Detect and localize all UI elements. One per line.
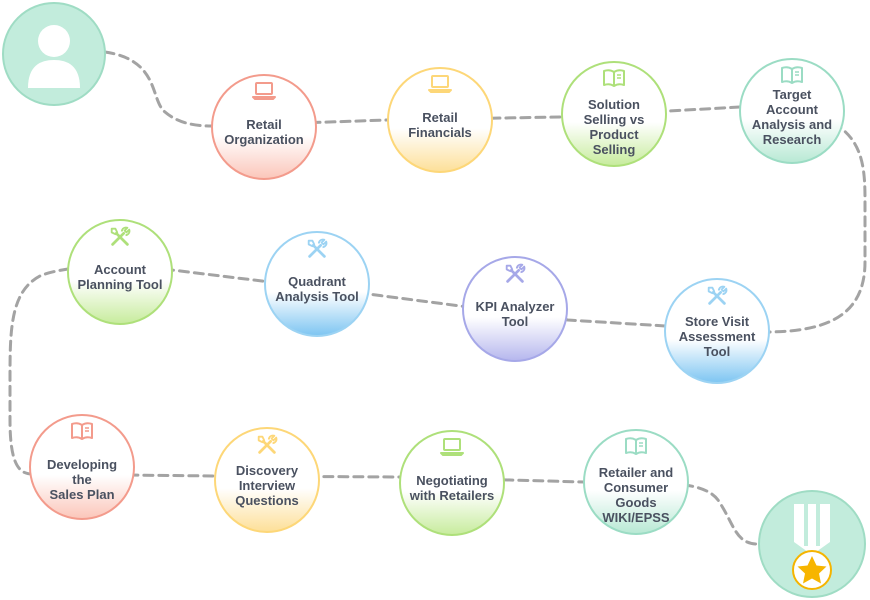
node-label-line: Store Visit bbox=[684, 313, 750, 329]
node-label-line: Account bbox=[94, 262, 146, 277]
node-label-line: Questions bbox=[235, 492, 299, 508]
node-label-line: Negotiating bbox=[416, 473, 488, 488]
node-label-line: Organization bbox=[224, 132, 304, 147]
finish-medal bbox=[758, 490, 866, 598]
node-label-line: with Retailers bbox=[409, 488, 495, 503]
node-label-line: Consumer Goods bbox=[603, 479, 669, 510]
node-label-line: Assessment bbox=[678, 328, 756, 344]
node-label-line: Quadrant bbox=[288, 274, 346, 289]
tools-icon bbox=[107, 225, 133, 247]
node-label-line: Tool bbox=[501, 314, 529, 329]
node-label-line: Discovery bbox=[235, 462, 299, 478]
book-icon bbox=[601, 67, 627, 89]
node-label-line: Sales Plan bbox=[49, 487, 115, 502]
laptop-icon bbox=[251, 80, 277, 102]
user-avatar-icon bbox=[28, 25, 80, 88]
tools-icon bbox=[704, 284, 730, 306]
node-label-line: Analysis and bbox=[751, 117, 833, 132]
node-label-line: KPI Analyzer bbox=[475, 299, 555, 314]
tools-icon bbox=[502, 262, 528, 284]
node-label-line: Solution bbox=[588, 96, 640, 112]
node-label-line: Research bbox=[762, 132, 822, 147]
node-label-line: Selling vs bbox=[583, 111, 645, 127]
laptop-icon bbox=[439, 436, 465, 458]
medal-star-icon bbox=[792, 504, 832, 590]
node-label-line: Retail bbox=[246, 117, 282, 132]
node-label-line: Developing the bbox=[46, 457, 118, 487]
tools-icon bbox=[304, 237, 330, 259]
node-label-line: Account bbox=[766, 102, 818, 117]
node-label-line: Tool bbox=[703, 343, 731, 359]
node-label-line: Analysis Tool bbox=[275, 289, 359, 304]
laptop-icon bbox=[427, 73, 453, 95]
node-label-line: Retail bbox=[422, 110, 458, 125]
book-icon bbox=[779, 64, 805, 86]
node-label-line: Target bbox=[772, 87, 812, 102]
node-label-line: Financials bbox=[408, 125, 472, 140]
node-label-line: Retailer and bbox=[598, 464, 674, 480]
node-label-line: Product Selling bbox=[589, 126, 639, 157]
node-label-line: Interview bbox=[238, 477, 296, 493]
book-icon bbox=[69, 420, 95, 442]
node-label-line: WIKI/EPSS bbox=[602, 509, 670, 525]
book-icon bbox=[623, 435, 649, 457]
start-avatar bbox=[2, 2, 106, 106]
node-label-line: Planning Tool bbox=[77, 277, 163, 292]
tools-icon bbox=[254, 433, 280, 455]
